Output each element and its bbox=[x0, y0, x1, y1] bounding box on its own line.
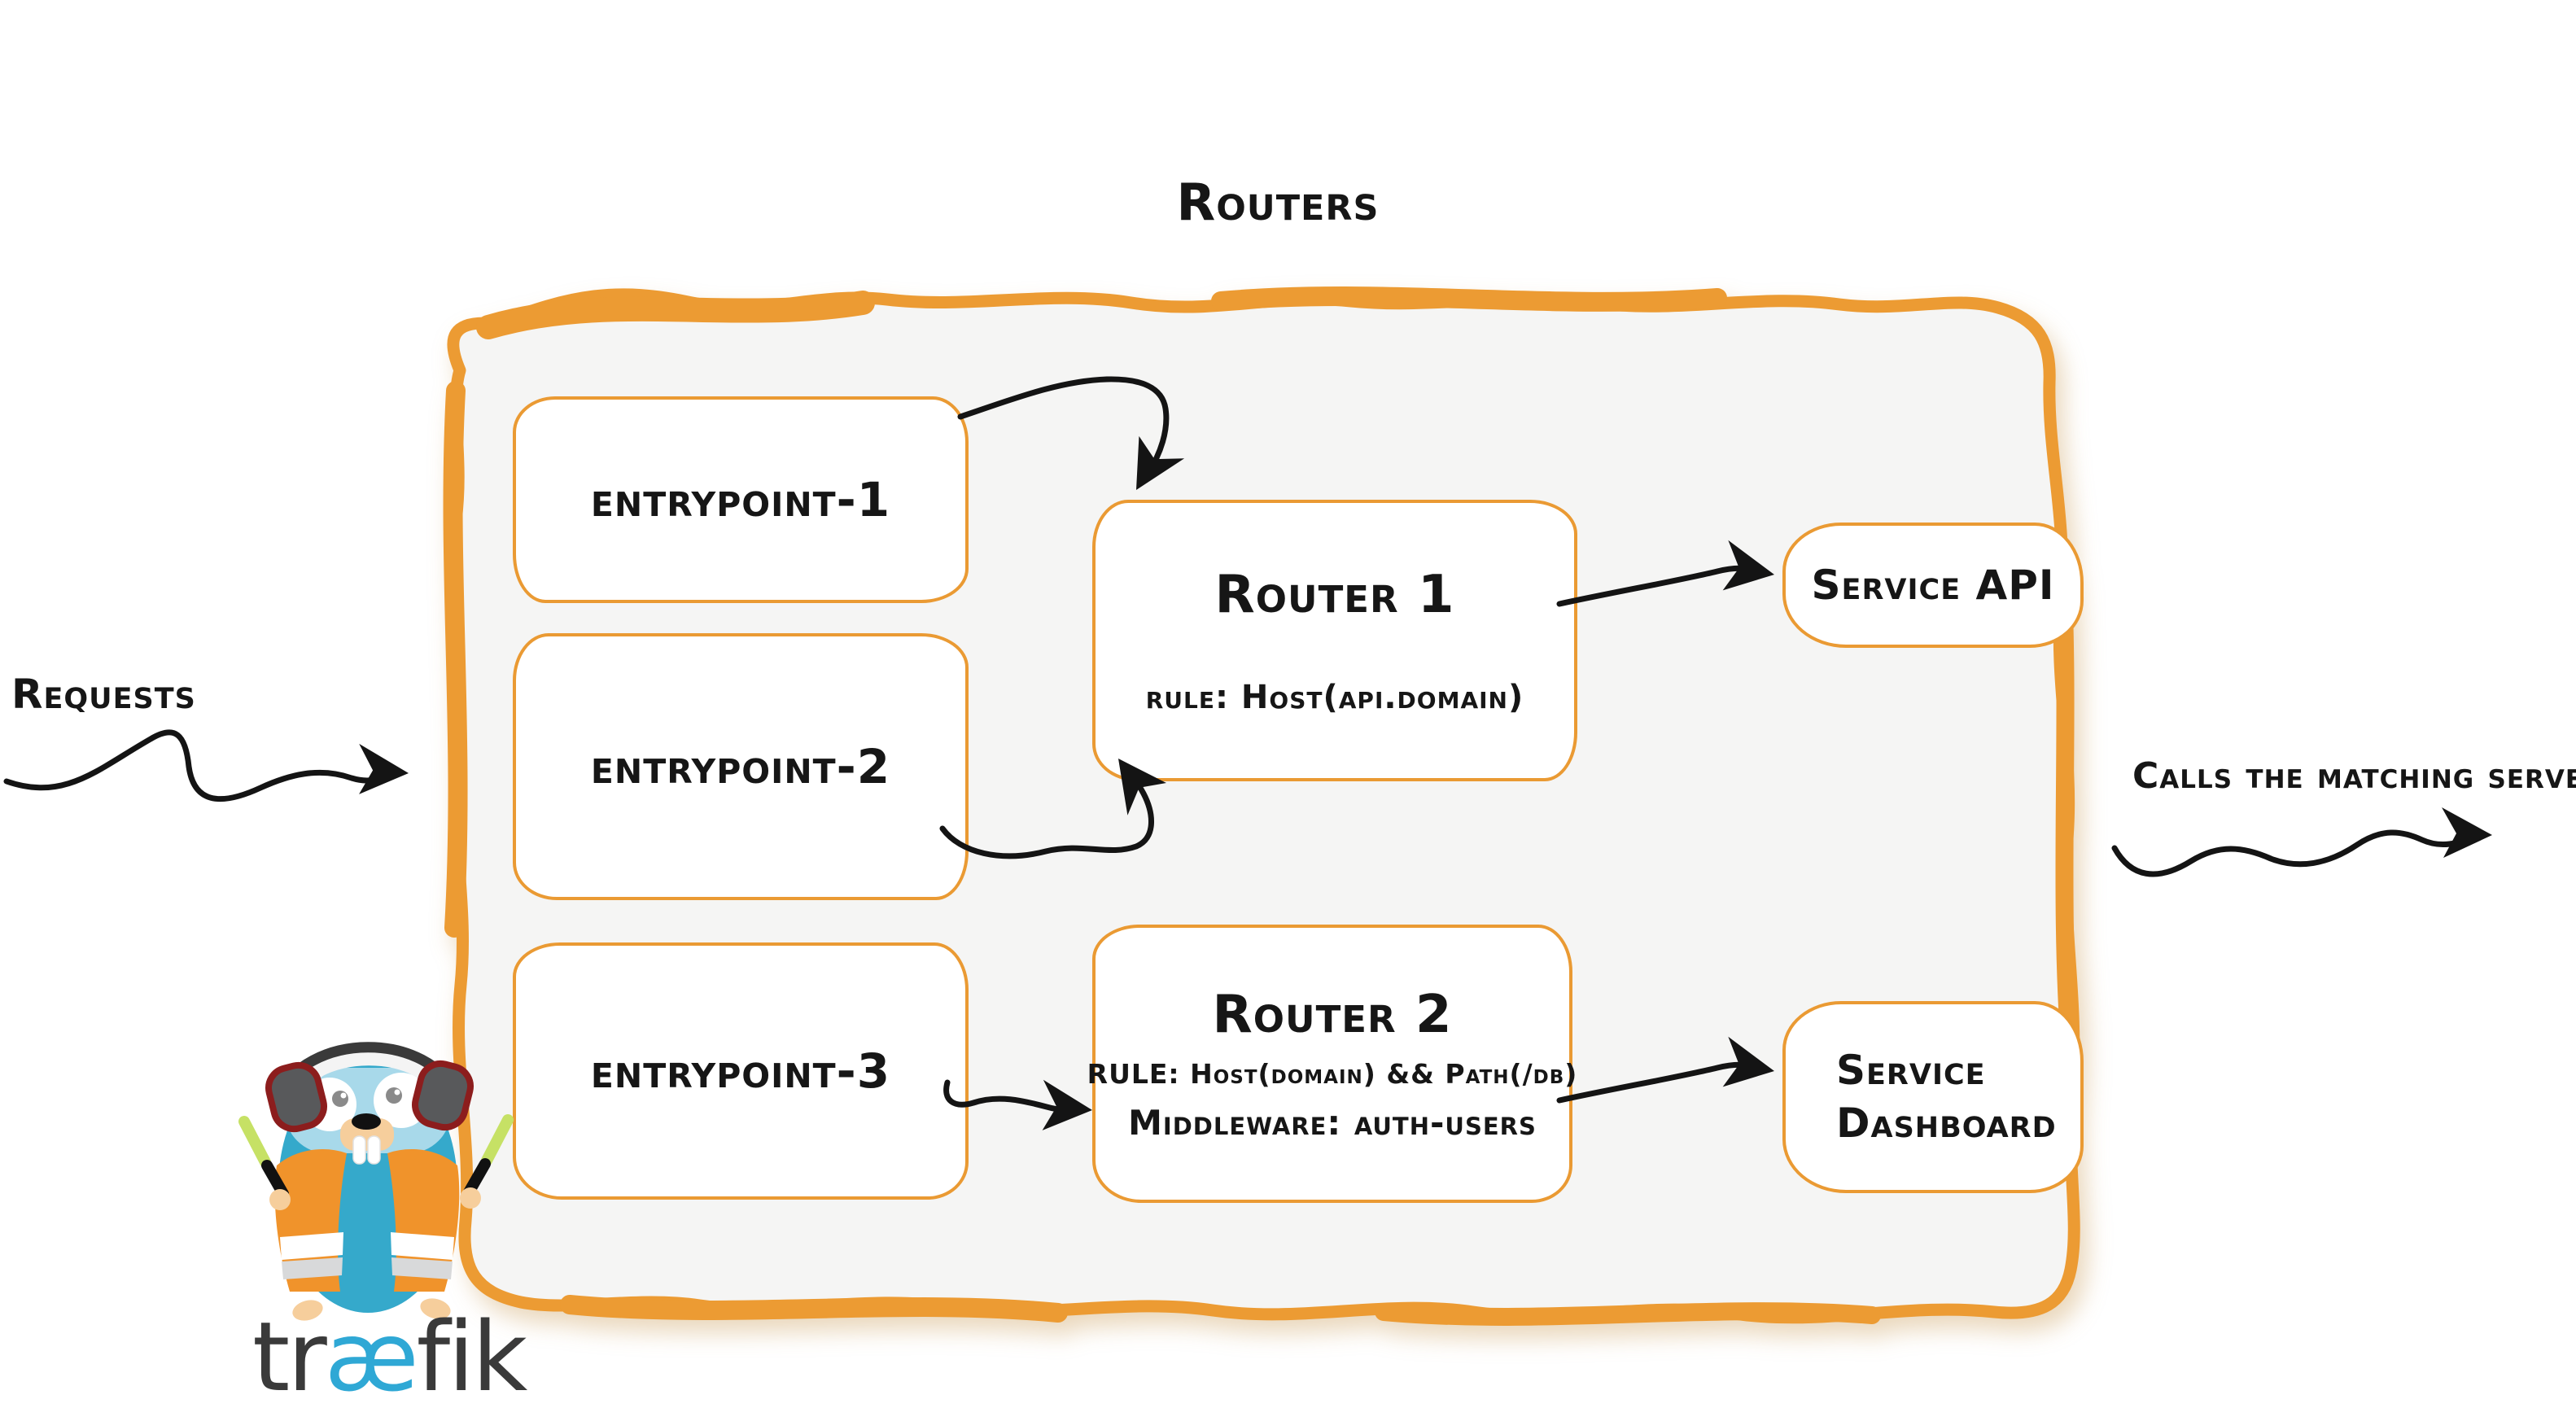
entrypoint-1-box: entrypoint-1 bbox=[513, 396, 969, 603]
wordmark-ae-ligature: æ bbox=[324, 1301, 419, 1408]
service-dashboard-box: Service Dashboard bbox=[1782, 1001, 2084, 1193]
service-api-label: Service API bbox=[1811, 561, 2055, 609]
headphones-left-cup bbox=[265, 1061, 327, 1133]
entrypoint-2-box: entrypoint-2 bbox=[513, 633, 969, 900]
entrypoint-2-label: entrypoint-2 bbox=[590, 739, 891, 794]
router-1-box: Router 1 rule: Host(api.domain) bbox=[1092, 500, 1577, 781]
gopher-right-hand bbox=[460, 1187, 481, 1209]
router-2-rule: RULE: Host(domain) && Path(/db) bbox=[1087, 1058, 1578, 1090]
gopher-right-eye-glint bbox=[394, 1089, 400, 1095]
headphones-right-cup bbox=[412, 1060, 474, 1131]
entrypoint-3-box: entrypoint-3 bbox=[513, 942, 969, 1200]
router-1-rule: rule: Host(api.domain) bbox=[1145, 679, 1524, 716]
traefik-gopher-logo bbox=[238, 1042, 514, 1321]
border-accent-bottom-right bbox=[1375, 1302, 1881, 1326]
left-glow-stick bbox=[238, 1116, 271, 1168]
wordmark-suffix: fik bbox=[416, 1301, 528, 1408]
gopher-nose bbox=[352, 1113, 381, 1130]
gopher-right-pupil bbox=[386, 1087, 402, 1104]
vest-right-gray-stripe bbox=[391, 1257, 453, 1279]
router-2-box: Router 2 RULE: Host(domain) && Path(/db)… bbox=[1087, 925, 1577, 1203]
requests-label: Requests bbox=[11, 671, 196, 718]
gopher-left-tooth bbox=[352, 1135, 366, 1165]
gopher-left-foot bbox=[292, 1300, 323, 1321]
gopher-left-hand bbox=[269, 1189, 291, 1210]
border-accent-left bbox=[443, 381, 468, 938]
traefik-wordmark: træfik bbox=[252, 1309, 527, 1405]
gopher-right-foot bbox=[420, 1298, 451, 1319]
calls-matching-server-label: Calls the matching server bbox=[2132, 755, 2576, 797]
border-accent-bottom-left bbox=[560, 1295, 1068, 1323]
router-2-name: Router 2 bbox=[1212, 985, 1453, 1045]
service-dashboard-label: Service Dashboard bbox=[1836, 1047, 2057, 1147]
border-accent-top-left bbox=[476, 291, 875, 339]
wordmark-prefix: tr bbox=[252, 1301, 327, 1408]
entrypoint-1-label: entrypoint-1 bbox=[590, 472, 891, 527]
vest-left-white-stripe bbox=[280, 1232, 343, 1260]
diagram-title: Routers bbox=[1176, 173, 1380, 232]
gopher-left-pupil bbox=[332, 1091, 348, 1107]
router-2-middleware: Middleware: auth-users bbox=[1128, 1103, 1537, 1143]
service-api-box: Service API bbox=[1782, 523, 2084, 648]
gopher-body-group bbox=[238, 1042, 514, 1321]
entrypoint-3-label: entrypoint-3 bbox=[590, 1043, 891, 1099]
right-glow-stick bbox=[481, 1114, 514, 1166]
border-accent-top-right bbox=[1211, 286, 1727, 312]
gopher-right-tooth bbox=[367, 1135, 381, 1165]
border-accent-right bbox=[2053, 561, 2080, 1067]
gopher-left-eye-glint bbox=[340, 1092, 347, 1099]
vest-right-white-stripe bbox=[391, 1232, 454, 1260]
router-1-name: Router 1 bbox=[1214, 565, 1455, 625]
vest-left-gray-stripe bbox=[282, 1257, 343, 1279]
